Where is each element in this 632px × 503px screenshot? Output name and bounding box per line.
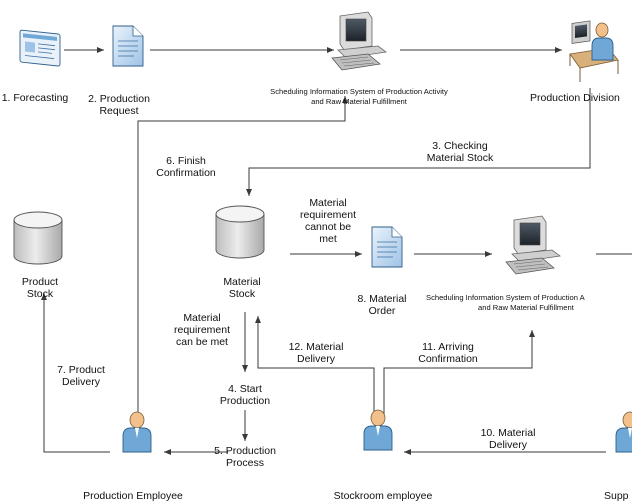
material-stock-label: Material Stock xyxy=(223,276,261,300)
forecasting-label: 1. Forecasting xyxy=(1,92,69,104)
computer-icon xyxy=(505,215,561,275)
web-page-icon xyxy=(19,29,61,67)
start-production-label: 4. Start Production xyxy=(219,383,271,407)
person-icon xyxy=(615,411,632,453)
edge-material-delivery-12 xyxy=(255,316,375,414)
stockroom-employee-label: Stockroom employee xyxy=(333,490,433,502)
material-delivery-10-label: 10. Material Delivery xyxy=(480,427,536,451)
document-icon xyxy=(371,226,403,268)
connectors xyxy=(41,47,632,455)
edge-arriving-confirmation xyxy=(383,330,535,414)
edge-checking-material-stock xyxy=(246,88,591,196)
product-stock-label: Product Stock xyxy=(21,276,59,300)
checking-material-stock-label: 3. Checking Material Stock xyxy=(426,140,494,164)
can-be-met-label: Material requirement can be met xyxy=(173,312,231,348)
system-right-label: Scheduling Information System of Product… xyxy=(426,293,585,312)
database-icon xyxy=(215,205,265,259)
system-top-label: Scheduling Information System of Product… xyxy=(270,87,448,106)
supplier-label: Supp xyxy=(604,490,629,502)
production-request-label: 2. Production Request xyxy=(88,93,150,117)
material-order-label: 8. Material Order xyxy=(357,293,407,317)
material-delivery-12-label: 12. Material Delivery xyxy=(288,341,344,365)
production-employee-label: Production Employee xyxy=(83,490,183,502)
cannot-be-met-label: Material requirement cannot be met xyxy=(299,197,357,245)
person-icon xyxy=(363,409,393,451)
document-icon xyxy=(112,25,144,67)
person-icon xyxy=(122,411,152,453)
computer-icon xyxy=(331,11,387,71)
production-process-label: 5. Production Process xyxy=(214,445,276,469)
product-delivery-label: 7. Product Delivery xyxy=(57,364,105,388)
arriving-confirmation-label: 11. Arriving Confirmation xyxy=(418,341,478,365)
production-division-label: Production Division xyxy=(530,92,620,104)
database-icon xyxy=(13,211,63,265)
edge-product-delivery xyxy=(41,293,110,453)
user-at-desk-icon xyxy=(569,20,619,82)
edge-finish-confirmation xyxy=(137,96,348,414)
finish-confirmation-label: 6. Finish Confirmation xyxy=(156,155,216,179)
